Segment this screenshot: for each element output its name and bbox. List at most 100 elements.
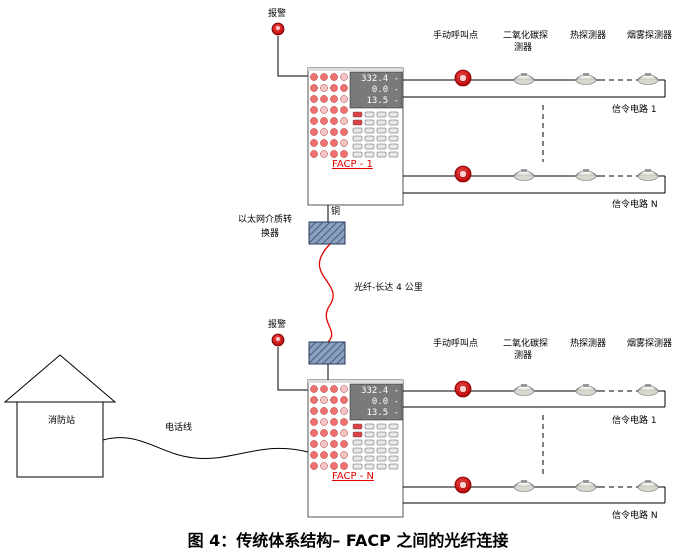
keypad-key <box>388 463 399 470</box>
led-indicator <box>310 139 318 147</box>
keypad-key <box>388 135 399 142</box>
led-indicator <box>340 106 348 114</box>
led-indicator <box>330 385 338 393</box>
led-indicator <box>310 385 318 393</box>
keypad-key <box>376 127 387 134</box>
co2-detector-icon <box>513 169 535 181</box>
facp-1-lcd <box>349 71 403 109</box>
manual-call-point-icon <box>454 69 472 87</box>
keypad-key <box>364 423 375 430</box>
keypad-key <box>388 151 399 158</box>
keypad-key <box>364 439 375 446</box>
led-indicator <box>320 418 328 426</box>
heat-detector-icon <box>575 480 597 492</box>
heat-detector-icon <box>575 169 597 181</box>
keypad-key <box>388 455 399 462</box>
circuit-n-label-top: 信令电路 N <box>612 198 658 210</box>
keypad-key <box>352 423 363 430</box>
facp-n-lcd <box>349 383 403 421</box>
led-indicator <box>330 462 338 470</box>
led-indicator <box>320 440 328 448</box>
facp-1-lcd-line-1: 332.4 - <box>361 74 399 84</box>
header-smoke-top: 烟雾探测器 <box>627 29 672 41</box>
keypad-key <box>376 143 387 150</box>
keypad-key <box>364 447 375 454</box>
facp-n-lcd-line-2: 0.0 - <box>372 397 399 407</box>
converter-label-line1: 以太网介质转 <box>238 213 292 225</box>
keypad-key <box>364 455 375 462</box>
figure-caption: 图 4：传统体系结构– FACP 之间的光纤连接 <box>188 531 509 550</box>
circuit-1-label-top: 信令电路 1 <box>612 103 657 115</box>
manual-call-point-icon <box>454 476 472 494</box>
circuit-1-label-bottom: 信令电路 1 <box>612 414 657 426</box>
led-indicator <box>340 139 348 147</box>
keypad-key <box>376 455 387 462</box>
keypad-key <box>364 111 375 118</box>
led-indicator <box>310 150 318 158</box>
led-indicator <box>320 407 328 415</box>
header-heat-bottom: 热探测器 <box>570 337 606 349</box>
keypad-key <box>364 463 375 470</box>
led-indicator <box>320 451 328 459</box>
facp-n-lcd-line-3: 13.5 - <box>366 408 399 418</box>
header-smoke-bottom: 烟雾探测器 <box>627 337 672 349</box>
header-co2-top-line1: 二氧化碳探 <box>503 29 548 41</box>
led-indicator <box>330 396 338 404</box>
facp-1-keypad <box>352 111 399 158</box>
alarm-beacon-bottom <box>271 333 285 347</box>
led-indicator <box>310 128 318 136</box>
keypad-key <box>376 151 387 158</box>
header-co2-bottom-line2: 测器 <box>514 350 532 361</box>
smoke-detector-icon <box>637 73 659 85</box>
facp-1-lcd-line-2: 0.0 - <box>372 85 399 95</box>
facp-1-led-grid <box>310 73 348 158</box>
led-indicator <box>310 440 318 448</box>
led-indicator <box>330 451 338 459</box>
led-indicator <box>330 128 338 136</box>
facp-n-lcd-line-1: 332.4 - <box>361 386 399 396</box>
copper-label: 铜 <box>331 205 340 217</box>
led-indicator <box>340 396 348 404</box>
led-indicator <box>330 440 338 448</box>
led-indicator <box>340 385 348 393</box>
led-indicator <box>340 418 348 426</box>
keypad-key <box>352 127 363 134</box>
led-indicator <box>320 95 328 103</box>
led-indicator <box>310 84 318 92</box>
led-indicator <box>310 73 318 81</box>
alarm-wire-top <box>277 36 308 77</box>
led-indicator <box>310 451 318 459</box>
led-indicator <box>340 117 348 125</box>
keypad-key <box>352 455 363 462</box>
led-indicator <box>320 73 328 81</box>
led-indicator <box>320 106 328 114</box>
station-label: 消防站 <box>48 414 75 426</box>
keypad-key <box>376 439 387 446</box>
alarm-label-top: 报警 <box>268 7 286 19</box>
led-indicator <box>320 396 328 404</box>
keypad-key <box>376 423 387 430</box>
keypad-key <box>352 439 363 446</box>
led-indicator <box>310 462 318 470</box>
fire-station <box>3 354 117 478</box>
keypad-key <box>352 135 363 142</box>
led-indicator <box>340 128 348 136</box>
heat-detector-icon <box>575 384 597 396</box>
header-manual-call-top: 手动呼叫点 <box>433 29 478 41</box>
keypad-key <box>364 127 375 134</box>
fiber-label: 光纤-长达 4 公里 <box>354 281 423 293</box>
smoke-detector-icon <box>637 169 659 181</box>
led-indicator <box>310 117 318 125</box>
keypad-key <box>364 151 375 158</box>
led-indicator <box>340 73 348 81</box>
keypad-key <box>388 423 399 430</box>
manual-call-point-icon <box>454 380 472 398</box>
heat-detector-icon <box>575 73 597 85</box>
led-indicator <box>330 407 338 415</box>
keypad-key <box>352 151 363 158</box>
keypad-key <box>388 127 399 134</box>
co2-detector-icon <box>513 384 535 396</box>
led-indicator <box>340 451 348 459</box>
led-indicator <box>340 407 348 415</box>
